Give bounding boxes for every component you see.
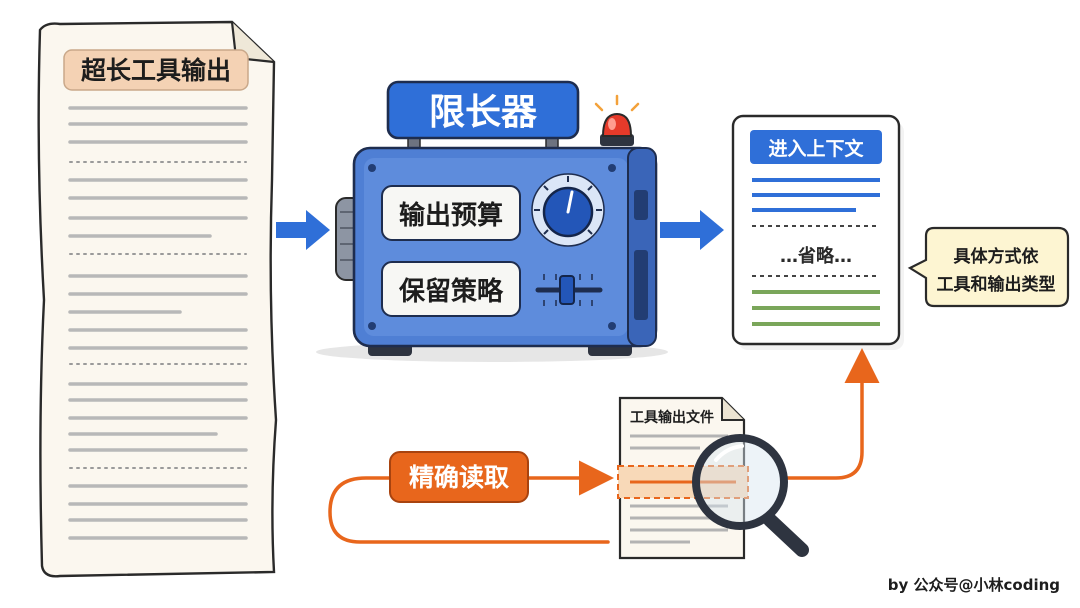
precise-read-label: 精确读取	[409, 463, 509, 492]
arrow-up-to-context	[784, 348, 880, 480]
credit: by 公众号@小林coding	[888, 576, 1060, 594]
strategy-label: 保留策略	[398, 276, 504, 307]
long-output-lines	[68, 106, 248, 540]
limiter-machine: 输出预算 保留策略	[316, 80, 668, 362]
budget-label-panel	[381, 185, 521, 241]
alarm-light-icon	[594, 94, 640, 146]
context-document: 进入上下文 …省略…	[731, 114, 904, 350]
long-output-title-tag	[63, 49, 249, 91]
context-title: 进入上下文	[768, 137, 864, 160]
long-output-title: 超长工具输出	[81, 56, 231, 85]
note-line-1: 具体方式依	[953, 246, 1040, 267]
precise-read-tag	[389, 451, 529, 503]
arrow-to-context	[660, 210, 724, 250]
strategy-slider-icon	[535, 274, 603, 306]
magnifier-icon	[692, 434, 809, 557]
budget-label: 输出预算	[399, 200, 503, 231]
note-bubble: 具体方式依 工具和输出类型	[907, 226, 1070, 308]
limiter-title: 限长器	[429, 92, 538, 133]
note-line-2: 工具和输出类型	[937, 274, 1056, 295]
loop-path-return	[328, 476, 610, 544]
long-output-document: 超长工具输出	[37, 20, 278, 578]
context-ellipsis: …省略…	[780, 245, 852, 267]
limiter-title-sign	[386, 80, 580, 140]
arrow-to-limiter	[276, 210, 330, 250]
context-title-tag	[750, 130, 882, 164]
file-title: 工具输出文件	[630, 409, 714, 426]
budget-dial-icon	[531, 173, 605, 247]
strategy-label-panel	[381, 261, 521, 317]
